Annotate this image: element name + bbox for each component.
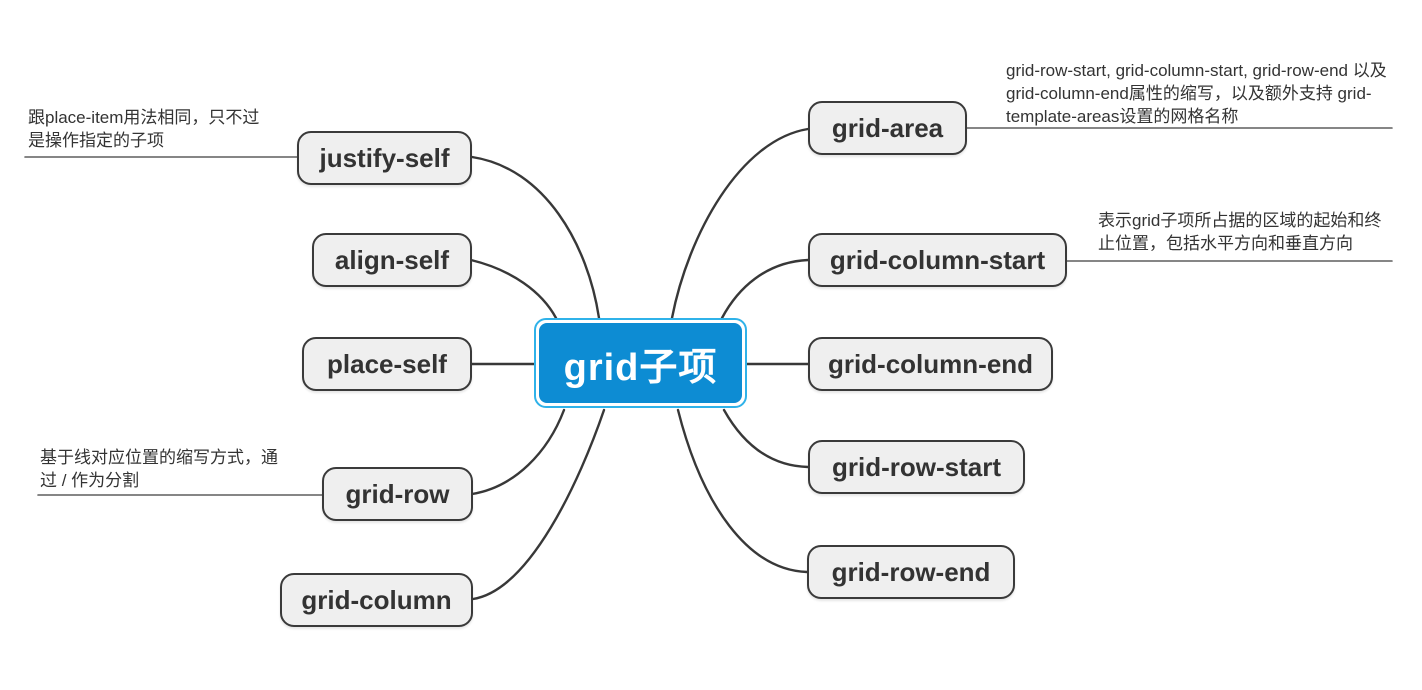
node-grid-row-end[interactable]: grid-row-end [807, 545, 1015, 599]
node-grid-column-end[interactable]: grid-column-end [808, 337, 1053, 391]
node-grid-row[interactable]: grid-row [322, 467, 473, 521]
node-label: grid-column-start [829, 244, 1046, 275]
node-label: grid-row-start [832, 451, 1001, 482]
node-align-self[interactable]: align-self [312, 233, 472, 287]
node-label: justify-self [319, 142, 450, 173]
node-grid-row-start[interactable]: grid-row-start [808, 440, 1025, 494]
connector-align-self [469, 258, 558, 320]
node-label: place-self [327, 348, 447, 379]
connector-grid-row-start [722, 408, 810, 469]
connector-grid-row-end [676, 408, 809, 574]
node-grid-column[interactable]: grid-column [280, 573, 473, 627]
node-label: grid-column [301, 584, 452, 615]
note-grid-area[interactable]: grid-row-start, grid-column-start, grid-… [1006, 61, 1387, 126]
node-grid-column-start[interactable]: grid-column-start [808, 233, 1067, 287]
connector-grid-column-start [720, 258, 810, 320]
connector-justify-self [470, 155, 601, 320]
connector-grid-column [471, 408, 606, 601]
note-grid-column-start[interactable]: 表示grid子项所占据的区域的起始和终止位置，包括水平方向和垂直方向 [1098, 211, 1382, 253]
root-node-selection-ring: grid子项 [534, 318, 747, 408]
node-justify-self[interactable]: justify-self [297, 131, 472, 185]
node-label: grid-row [345, 478, 450, 509]
root-node-label: grid子项 [563, 346, 718, 389]
node-grid-area[interactable]: grid-area [808, 101, 967, 155]
connector-grid-area [670, 127, 810, 320]
node-label: grid-row-end [831, 556, 991, 587]
node-label: grid-area [831, 112, 944, 143]
node-label: grid-column-end [827, 348, 1034, 379]
note-justify-self[interactable]: 跟place-item用法相同，只不过是操作指定的子项 [28, 108, 260, 150]
connector-grid-row [470, 408, 566, 496]
note-grid-row[interactable]: 基于线对应位置的缩写方式，通过 / 作为分割 [40, 448, 278, 490]
node-label: align-self [334, 244, 450, 275]
node-place-self[interactable]: place-self [302, 337, 472, 391]
root-node-grid-child[interactable]: grid子项 [539, 323, 742, 403]
